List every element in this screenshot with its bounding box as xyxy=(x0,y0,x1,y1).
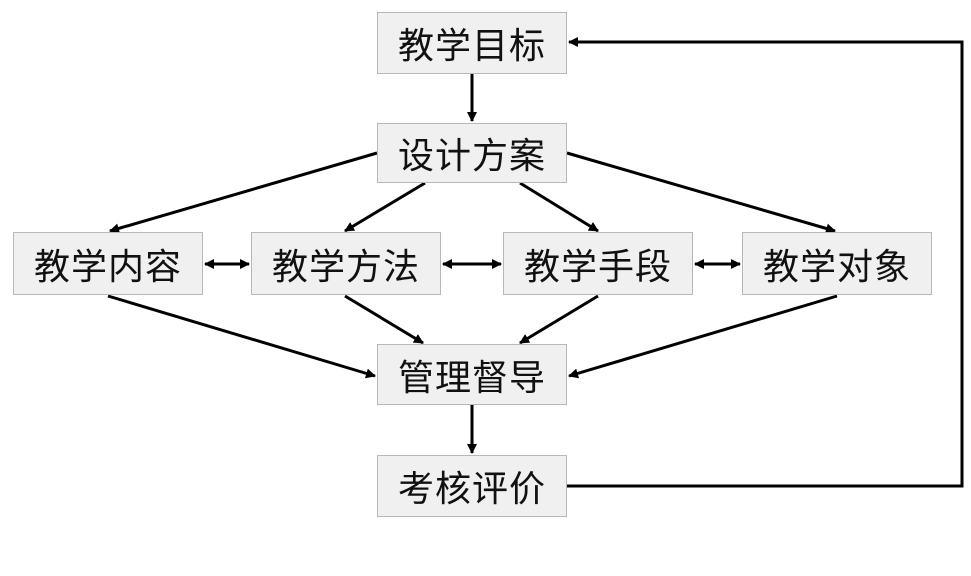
edge-object-manage xyxy=(568,294,838,379)
edge-method-manage xyxy=(344,294,424,345)
node-management-supervision: 管理督导 xyxy=(377,344,567,405)
node-assessment-evaluation: 考核评价 xyxy=(377,455,567,517)
node-teaching-goal: 教学目标 xyxy=(377,12,567,74)
node-teaching-means: 教学手段 xyxy=(503,232,693,295)
edge-eval-goal-feedback xyxy=(567,37,964,488)
edge-design-content xyxy=(109,151,378,234)
node-design-plan: 设计方案 xyxy=(377,123,567,183)
edge-means-manage xyxy=(519,294,599,345)
node-teaching-content: 教学内容 xyxy=(13,232,203,295)
edge-design-object xyxy=(566,151,836,234)
node-teaching-method: 教学方法 xyxy=(251,232,441,295)
node-teaching-object: 教学对象 xyxy=(742,232,932,295)
edge-design-means xyxy=(519,181,599,233)
edge-content-manage xyxy=(107,294,376,379)
edge-design-method xyxy=(344,181,426,233)
